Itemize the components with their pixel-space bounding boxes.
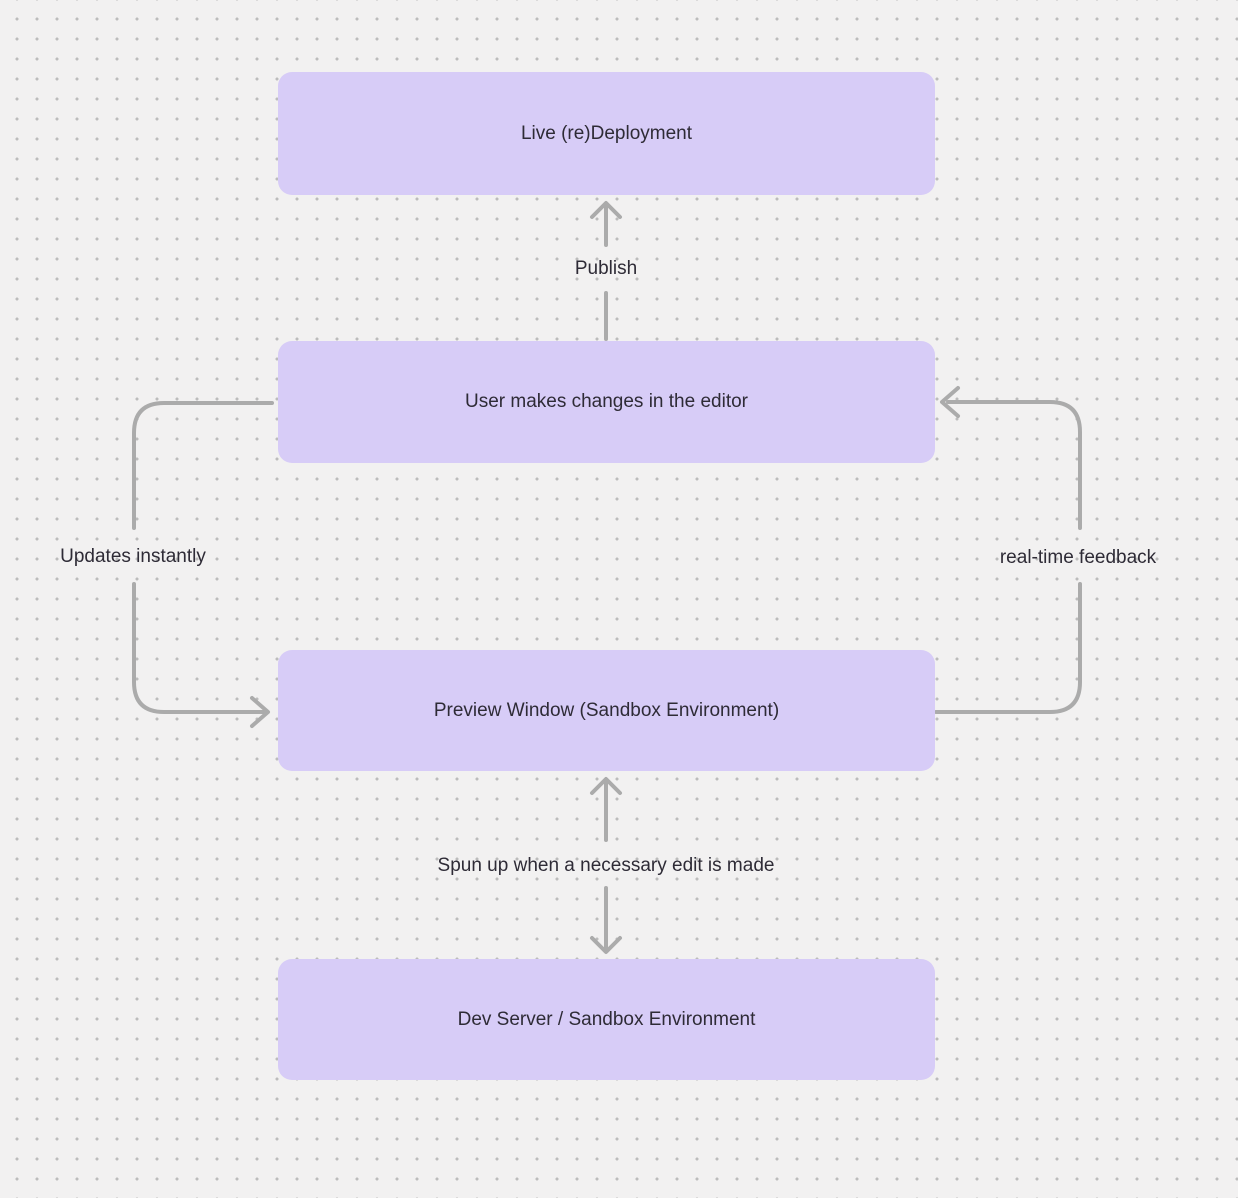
edge-updates-line-bottom (132, 582, 266, 714)
arrowhead-left-icon (940, 386, 960, 418)
edge-feedback-line-bottom (934, 582, 1082, 714)
node-live-redeployment[interactable]: Live (re)Deployment (278, 72, 935, 195)
node-label: Preview Window (Sandbox Environment) (433, 699, 780, 721)
node-dev-server[interactable]: Dev Server / Sandbox Environment (278, 959, 935, 1080)
node-label: Live (re)Deployment (520, 122, 693, 144)
edge-publish[interactable] (590, 201, 622, 341)
arrowhead-up-icon (590, 777, 622, 795)
node-label: Dev Server / Sandbox Environment (457, 1008, 756, 1030)
node-label: User makes changes in the editor (464, 391, 749, 413)
edge-label-realtime-feedback[interactable]: real-time feedback (999, 547, 1157, 568)
edge-realtime-feedback[interactable] (934, 386, 1082, 714)
arrowhead-up-icon (590, 201, 622, 219)
arrowhead-right-icon (250, 696, 270, 728)
edge-updates-instantly[interactable] (132, 401, 274, 728)
edge-label-updates-instantly[interactable]: Updates instantly (60, 546, 206, 567)
edge-updates-line-top (132, 401, 274, 530)
edge-label-publish[interactable]: Publish (574, 258, 638, 279)
arrowhead-down-icon (590, 936, 622, 954)
edge-spun-up[interactable] (590, 777, 622, 954)
edge-feedback-line-top (946, 400, 1082, 530)
node-user-makes-changes[interactable]: User makes changes in the editor (278, 341, 935, 463)
node-preview-window[interactable]: Preview Window (Sandbox Environment) (278, 650, 935, 771)
edge-label-spun-up[interactable]: Spun up when a necessary edit is made (437, 855, 775, 876)
